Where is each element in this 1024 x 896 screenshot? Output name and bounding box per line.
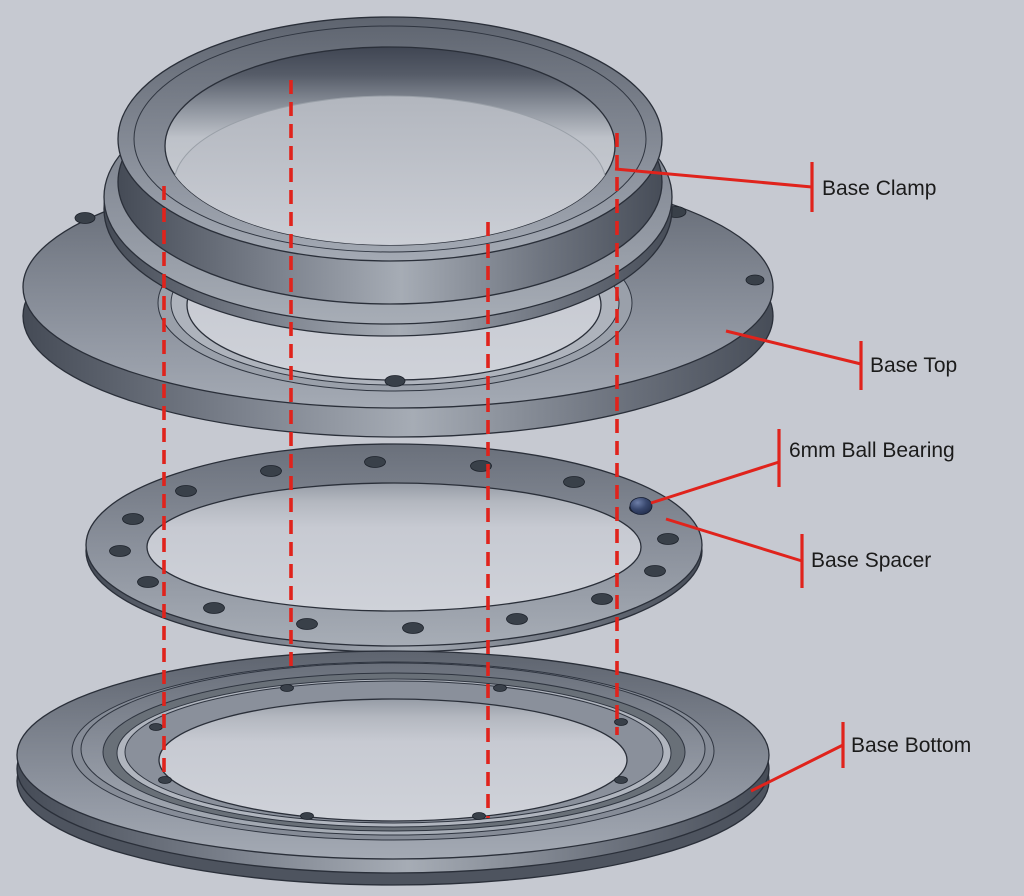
leader-base-bottom [750,743,844,793]
base-clamp-rim-bevel [133,25,647,253]
base-bottom-holes [149,684,628,820]
leader-base-clamp [614,167,813,189]
base-bottom-opening [158,698,628,822]
alignment-lines [162,80,619,818]
part-base-bottom [16,650,770,886]
base-spacer-holes [109,456,679,634]
base-top-hole [74,212,96,224]
callout-base-bottom: Base Bottom [750,722,971,793]
leader-base-spacer [665,517,803,563]
part-base-clamp [103,16,673,337]
callout-base-spacer: Base Spacer [665,517,931,588]
label-base-bottom: Base Bottom [851,734,971,757]
label-base-top: Base Top [870,354,957,377]
label-ball-bearing: 6mm Ball Bearing [789,439,955,462]
leader-base-top [725,329,862,366]
leader-ball-bearing [650,460,780,505]
callout-ball-bearing: 6mm Ball Bearing [650,429,955,505]
label-base-spacer: Base Spacer [811,549,931,572]
base-top-hole [384,375,406,387]
label-base-clamp: Base Clamp [822,177,936,200]
base-top-hole [745,274,765,286]
part-base-spacer [85,443,703,653]
ball-bearing [629,497,653,515]
callout-base-clamp: Base Clamp [614,162,936,212]
base-spacer-opening [146,482,642,612]
callouts: Base Clamp Base Top 6mm Ball Bearing Bas… [614,162,971,793]
callout-base-top: Base Top [725,329,957,390]
